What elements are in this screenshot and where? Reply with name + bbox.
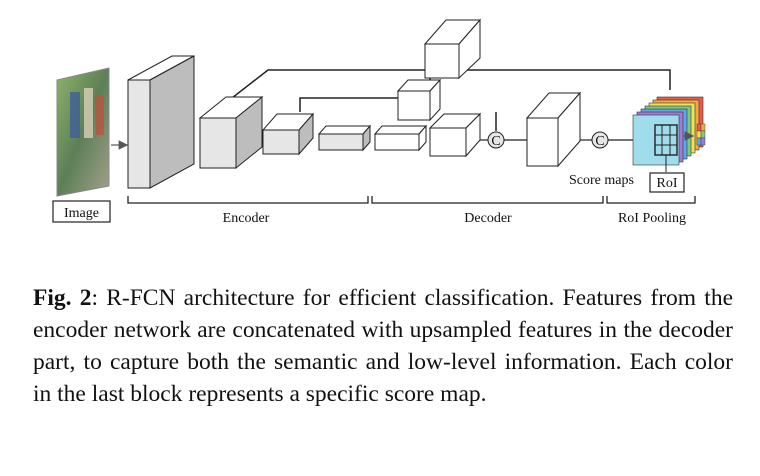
pooled-cell-6 bbox=[700, 137, 706, 146]
image-label-box: Image bbox=[52, 200, 111, 223]
roi-label-box: RoI bbox=[649, 172, 685, 193]
decoder-block-2 bbox=[396, 78, 442, 122]
architecture-diagram: Image bbox=[52, 18, 706, 226]
pooled-cell-5 bbox=[696, 137, 702, 146]
image-label: Image bbox=[64, 206, 99, 221]
roi-grid bbox=[654, 124, 678, 172]
concat-node-1: C bbox=[487, 131, 505, 149]
decoder-block-5 bbox=[525, 91, 582, 168]
encoder-block-2 bbox=[198, 95, 264, 170]
encoder-block-1 bbox=[127, 55, 195, 189]
decoder-block-3 bbox=[428, 112, 482, 158]
roi-label: RoI bbox=[657, 176, 678, 191]
caption-text: : R-FCN architecture for efficient class… bbox=[33, 285, 733, 407]
caption-label: Fig. 2 bbox=[33, 285, 92, 311]
score-maps-label: Score maps bbox=[569, 173, 634, 188]
pooled-output bbox=[696, 123, 706, 146]
roi-pooling-label: RoI Pooling bbox=[618, 211, 686, 226]
pooled-cell-4 bbox=[700, 130, 706, 139]
section-brackets bbox=[127, 196, 696, 204]
decoder-label: Decoder bbox=[464, 211, 512, 226]
decoder-block-1 bbox=[373, 124, 428, 152]
pooled-cell-2 bbox=[700, 123, 706, 132]
decoder-block-4 bbox=[423, 18, 482, 80]
score-map-block bbox=[632, 96, 704, 166]
encoder-block-4 bbox=[317, 124, 372, 152]
concat-label-1: C bbox=[491, 134, 500, 149]
pooled-cell-3 bbox=[696, 130, 702, 139]
encoder-block-3 bbox=[261, 112, 315, 156]
architecture-svg: Image bbox=[52, 18, 706, 226]
figure-caption: Fig. 2: R-FCN architecture for efficient… bbox=[33, 282, 733, 410]
concat-label-2: C bbox=[595, 134, 604, 149]
score-map-layer-7 bbox=[632, 114, 680, 166]
input-image bbox=[56, 67, 110, 197]
encoder-label: Encoder bbox=[223, 211, 270, 226]
concat-node-2: C bbox=[591, 131, 609, 149]
pooled-cell-1 bbox=[696, 123, 702, 132]
